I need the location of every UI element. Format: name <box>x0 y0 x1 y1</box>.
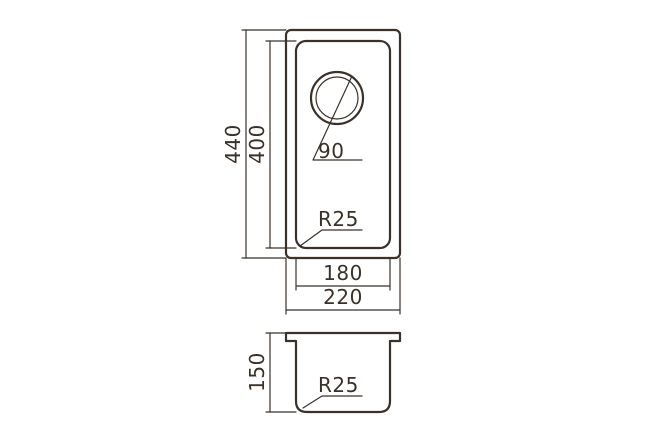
overall-height-dimension: 440 <box>221 29 287 259</box>
side-profile <box>284 331 402 414</box>
top-view: 90 R25 <box>284 28 402 260</box>
overall-width-dimension: 220 <box>285 257 401 315</box>
top-radius-label: R25 <box>318 207 359 231</box>
side-radius-leader-line <box>302 395 363 409</box>
drain-outer-circle <box>309 70 365 126</box>
overall-width-label: 220 <box>323 285 363 309</box>
inner-bowl <box>294 39 392 250</box>
radius-leader-line <box>299 229 363 247</box>
side-view: R25 <box>284 331 402 414</box>
overall-height-label: 440 <box>221 124 245 164</box>
depth-label: 150 <box>245 352 269 392</box>
drain-diameter-label: 90 <box>318 139 344 163</box>
drain-inner-circle <box>315 76 359 120</box>
depth-dimension: 150 <box>245 332 297 413</box>
drain-leader-line <box>312 75 363 161</box>
inner-height-label: 400 <box>245 124 269 164</box>
inner-width-dimension: 180 <box>295 257 391 291</box>
outer-rim <box>284 28 402 260</box>
inner-width-label: 180 <box>323 261 363 285</box>
inner-height-dimension: 400 <box>245 40 297 249</box>
side-radius-label: R25 <box>318 373 359 397</box>
